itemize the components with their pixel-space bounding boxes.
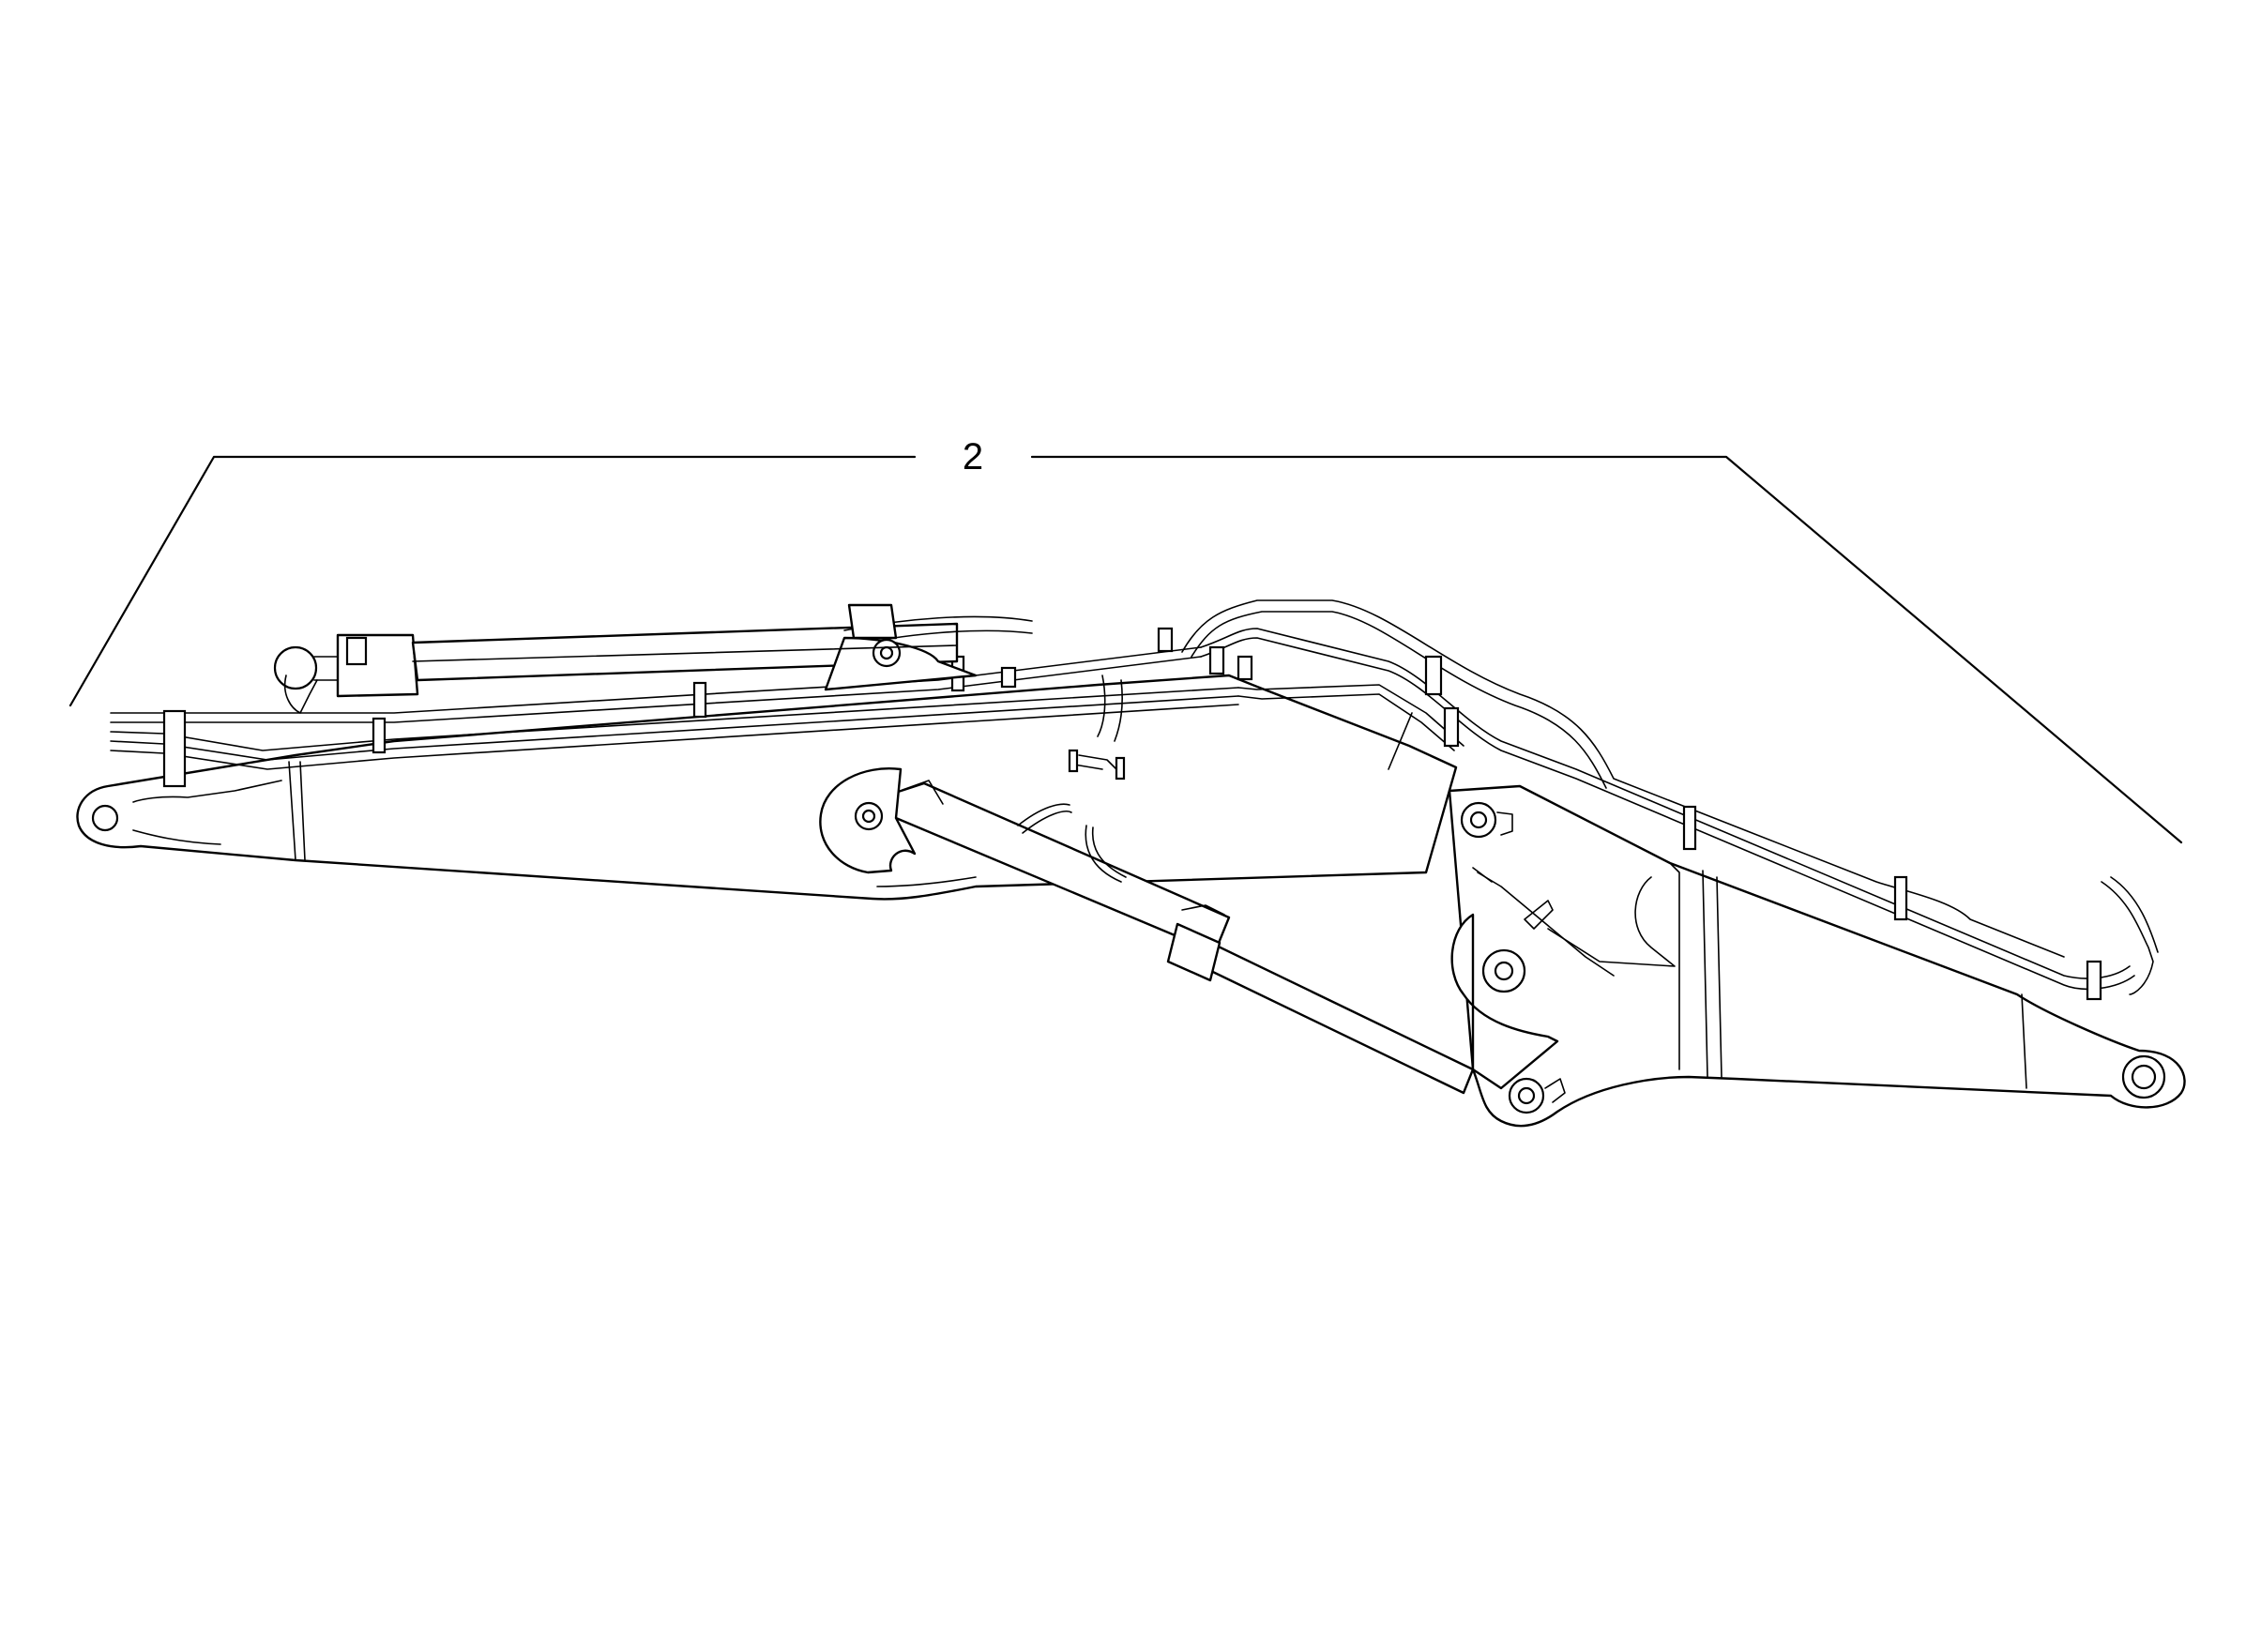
hose-clamp [1237, 655, 1253, 681]
boom-body [1448, 784, 2186, 1128]
arm-body [76, 674, 1458, 901]
arm-cylinder [273, 603, 1033, 714]
hose-clamp [1682, 805, 1697, 851]
callout-bracket: 2 [68, 436, 2183, 844]
hose-clamp [1208, 645, 1225, 675]
hose-clamp [1424, 655, 1443, 696]
boom-cylinder [819, 767, 1475, 1095]
hose-clamp [162, 709, 187, 788]
hose-clamp [1893, 875, 1908, 921]
hose-clamp [1157, 627, 1174, 653]
callout-label: 2 [963, 436, 983, 477]
hose-clamp [1000, 666, 1017, 689]
loose-hoses [1017, 674, 1127, 883]
hose-clamp [372, 717, 387, 754]
cylinder-head-eye [273, 645, 318, 690]
hose-clamp [1443, 706, 1460, 748]
hose-clamp [2086, 960, 2102, 1001]
arm-end-pin [91, 804, 119, 832]
hose-clamp [692, 681, 707, 719]
